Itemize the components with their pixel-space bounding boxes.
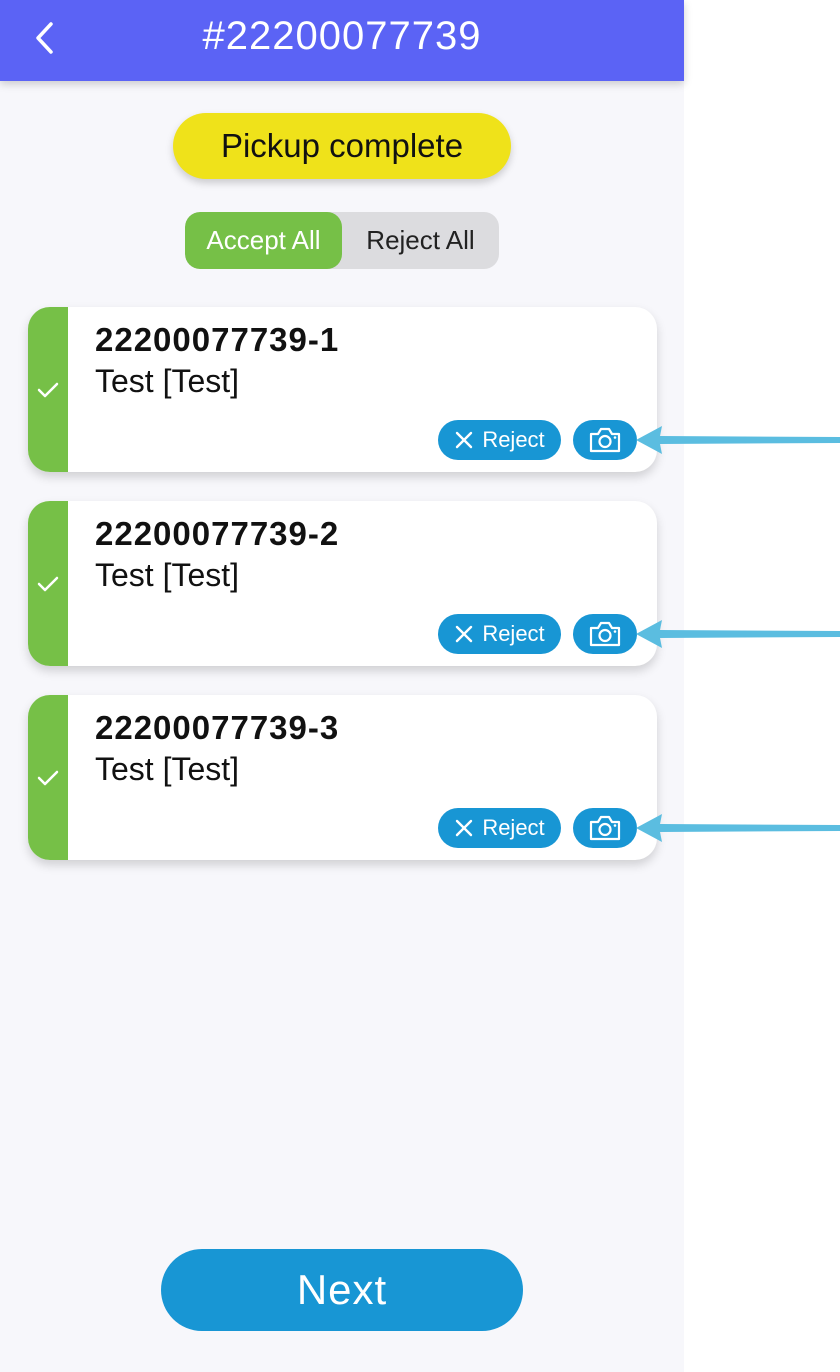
page-title: #22200077739 [202, 14, 482, 58]
item-card: 22200077739-3 Test [Test] Reject [28, 695, 657, 860]
close-icon [456, 431, 473, 449]
item-card: 22200077739-2 Test [Test] Reject [28, 501, 657, 666]
check-icon [37, 382, 59, 397]
check-icon [37, 576, 59, 591]
back-button[interactable] [24, 16, 64, 60]
camera-button[interactable] [573, 420, 637, 460]
camera-icon [589, 621, 621, 647]
camera-button[interactable] [573, 614, 637, 654]
item-description: Test [Test] [95, 751, 240, 787]
check-icon [37, 770, 59, 785]
phone-screen: #22200077739 Pickup complete Accept All … [0, 0, 684, 1331]
accepted-indicator [28, 501, 68, 666]
reject-item-button[interactable]: Reject [438, 808, 561, 848]
reject-item-label: Reject [482, 815, 545, 840]
item-id: 22200077739-2 [95, 515, 340, 552]
app-header: #22200077739 [0, 0, 684, 81]
status-badge: Pickup complete [173, 113, 511, 179]
accepted-indicator [28, 307, 68, 472]
reject-item-label: Reject [482, 427, 545, 452]
item-description: Test [Test] [95, 557, 240, 593]
camera-button[interactable] [573, 808, 637, 848]
reject-item-button[interactable]: Reject [438, 420, 561, 460]
annotation-arrow-icon [636, 814, 840, 842]
item-id: 22200077739-1 [95, 321, 340, 358]
reject-item-label: Reject [482, 621, 545, 646]
item-card: 22200077739-1 Test [Test] Reject [28, 307, 657, 472]
close-icon [456, 819, 473, 837]
item-description: Test [Test] [95, 363, 240, 399]
annotation-arrow-icon [636, 620, 840, 648]
chevron-left-icon [36, 22, 53, 54]
accepted-indicator [28, 695, 68, 860]
item-id: 22200077739-3 [95, 709, 340, 746]
camera-icon [589, 427, 621, 453]
close-icon [456, 625, 473, 643]
annotation-arrow-icon [636, 426, 840, 454]
reject-all-button[interactable]: Reject All [366, 225, 475, 255]
camera-icon [589, 815, 621, 841]
next-button[interactable]: Next [161, 1249, 523, 1331]
reject-item-button[interactable]: Reject [438, 614, 561, 654]
accept-reject-toggle: Accept All Reject All [185, 212, 499, 269]
accept-all-button[interactable]: Accept All [185, 212, 342, 269]
